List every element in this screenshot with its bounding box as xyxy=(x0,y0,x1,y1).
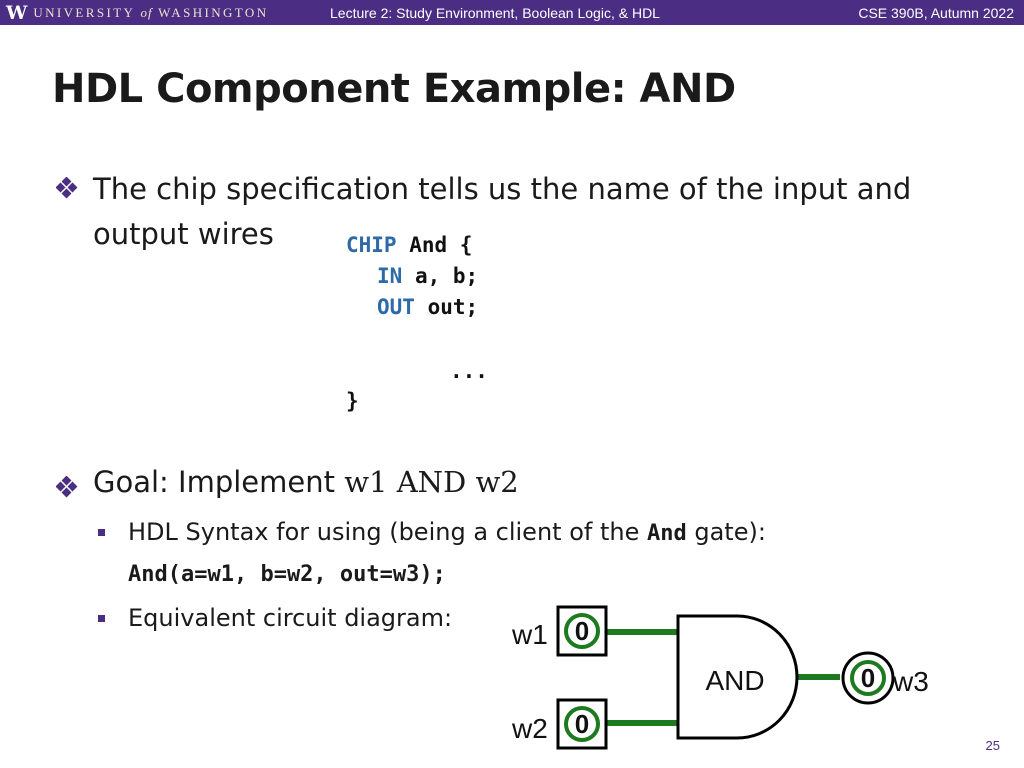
input-w2-label: w2 xyxy=(511,713,548,744)
output-w3-label: w3 xyxy=(892,666,929,697)
bullet-goal: Goal: Implement w1 AND w2 xyxy=(93,465,519,499)
slide-title: HDL Component Example: AND xyxy=(52,66,736,112)
and-gate-icon xyxy=(676,614,799,740)
input-w2-pin-icon xyxy=(564,706,600,742)
code-line-in: IN a, b; xyxy=(377,264,479,288)
input-w1-label: w1 xyxy=(511,619,548,650)
hdl-call-example: And(a=w1, b=w2, out=w3); xyxy=(128,562,446,587)
input-w1-value: 0 xyxy=(575,616,589,646)
input-w1-pin-icon xyxy=(564,613,600,649)
diamond-bullet-icon xyxy=(56,476,78,498)
uw-w-logo-icon: W xyxy=(6,1,28,24)
square-bullet-icon xyxy=(98,529,105,536)
goal-expression: w1 AND w2 xyxy=(344,465,519,499)
output-w3-pin-icon xyxy=(850,660,886,696)
course-label: CSE 390B, Autumn 2022 xyxy=(858,5,1014,21)
gate-label: AND xyxy=(705,665,764,696)
code-keyword-in: IN xyxy=(377,264,403,288)
diamond-bullet-icon xyxy=(56,177,78,199)
code-line-out: OUT out; xyxy=(377,295,479,319)
lecture-title: Lecture 2: Study Environment, Boolean Lo… xyxy=(330,5,660,21)
input-w2-value: 0 xyxy=(575,709,589,739)
square-bullet-icon xyxy=(98,615,105,622)
output-w3-value: 0 xyxy=(861,663,875,693)
inline-code-and: And xyxy=(646,521,687,546)
subbullet-hdl-syntax: HDL Syntax for using (being a client of … xyxy=(128,518,766,546)
subbullet-circuit-diagram: Equivalent circuit diagram: xyxy=(128,604,453,632)
university-logo: W UNIVERSITY of WASHINGTON xyxy=(6,1,269,24)
and-circuit-diagram: AND w1 0 w2 0 0 w3 xyxy=(511,605,929,750)
uw-wordmark: UNIVERSITY of WASHINGTON xyxy=(33,4,269,20)
code-line-chip: CHIP And { xyxy=(346,233,473,257)
bullet-chip-specification: The chip specification tells us the name… xyxy=(93,172,912,251)
page-number: 25 xyxy=(985,738,1000,753)
header-bar: W UNIVERSITY of WASHINGTON Lecture 2: St… xyxy=(0,0,1024,25)
code-line-close-brace: } xyxy=(346,389,359,413)
code-keyword-chip: CHIP xyxy=(346,233,397,257)
code-keyword-out: OUT xyxy=(377,295,415,319)
code-line-ellipsis: ... xyxy=(450,359,488,383)
